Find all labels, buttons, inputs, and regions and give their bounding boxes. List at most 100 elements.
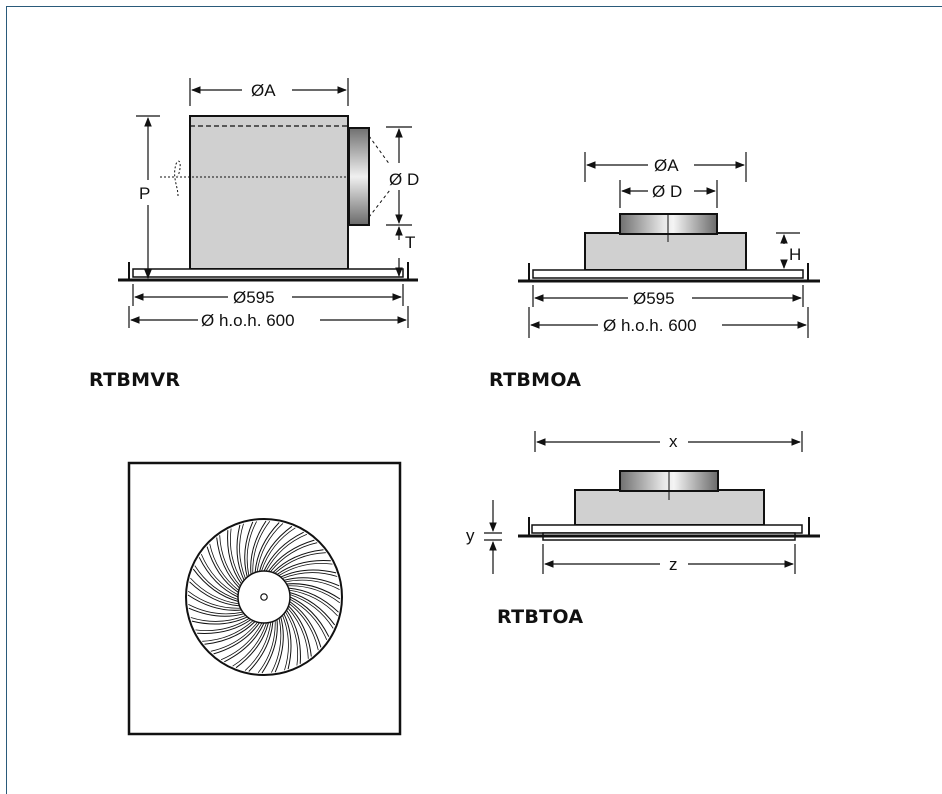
- rtbmvr-drawing: ØA P Ø D T Ø595 Ø h.o.h. 600: [118, 78, 419, 330]
- swirl-blade-edge: [282, 615, 289, 671]
- rtbmvr-dim-t: T: [405, 233, 415, 252]
- swirl-blade-edge: [244, 622, 272, 671]
- swirl-blade-edge: [274, 552, 326, 574]
- swirl-blade-edge: [289, 589, 338, 617]
- rtbmvr-side-spigot: [348, 127, 370, 226]
- swirl-blade: [198, 557, 239, 598]
- rtbmoa-drawing: ØA Ø D H Ø595 Ø h.o.h. 600: [518, 152, 820, 338]
- swirl-blade-edge: [220, 622, 263, 661]
- diffuser-face-view: [127, 461, 402, 736]
- swirl-blade: [276, 560, 331, 575]
- swirl-blade-edge: [246, 521, 257, 576]
- swirl-blade: [235, 622, 269, 669]
- swirl-blade: [263, 531, 304, 572]
- swirl-blade: [197, 619, 252, 634]
- swirl-blade: [261, 619, 278, 674]
- swirl-blade-edge: [289, 598, 328, 641]
- swirl-blade-edge: [187, 590, 241, 609]
- swirl-blade: [280, 569, 337, 578]
- center-screw: [260, 593, 268, 601]
- swirl-blade: [192, 568, 239, 602]
- swirl-blade-edge: [256, 523, 284, 572]
- swirl-blade-edge: [285, 611, 299, 666]
- swirl-blade-edge: [252, 520, 271, 574]
- swirl-blade-edge: [209, 543, 240, 591]
- rtbmoa-dim-dia-a: ØA: [654, 156, 679, 175]
- swirl-blade: [206, 546, 239, 593]
- swirl-blade: [227, 530, 242, 585]
- swirl-blade-edge: [188, 604, 243, 615]
- swirl-blade-edge: [270, 542, 318, 573]
- rtbtoa-drawing: x y z: [466, 431, 820, 574]
- rtbmvr-dim-dia-d: Ø D: [389, 170, 419, 189]
- rtbtoa-dim-y: y: [466, 526, 475, 545]
- swirl-blade: [268, 539, 315, 572]
- swirl-blade-edge: [289, 594, 334, 629]
- swirl-blade-edge: [288, 603, 319, 651]
- swirl-blade: [204, 621, 256, 645]
- swirl-blade: [254, 522, 280, 573]
- swirl-blade: [187, 594, 242, 611]
- swirl-blade: [283, 613, 292, 670]
- swirl-blade: [288, 605, 312, 657]
- swirl-blade-edge: [202, 620, 254, 642]
- rtbmvr-plenum-box: [189, 115, 349, 270]
- swirl-blade-edge: [194, 565, 239, 600]
- swirl-blade: [188, 607, 245, 617]
- swirl-blade-edge: [257, 620, 276, 674]
- swirl-blade: [191, 616, 248, 625]
- swirl-blade: [250, 520, 267, 575]
- swirl-blade: [189, 581, 240, 607]
- rtbmoa-dim-h: H: [789, 245, 801, 264]
- rtbmvr-dim-dia-a: ØA: [251, 81, 276, 100]
- swirl-blades: [187, 520, 341, 674]
- swirl-blade-edge: [287, 607, 309, 659]
- swirl-blade: [286, 609, 301, 664]
- swirl-blade-edge: [229, 528, 243, 583]
- swirl-blade-edge: [285, 579, 340, 590]
- rtbmoa-dim-hoh-600: Ø h.o.h. 600: [603, 316, 697, 335]
- rtbtoa-dim-z: z: [669, 555, 678, 574]
- swirl-blade: [283, 577, 340, 587]
- swirl-blade-edge: [210, 621, 258, 652]
- swirl-blade: [289, 592, 336, 626]
- swirl-blade-edge: [239, 523, 246, 579]
- caption-rtbtoa: RTBTOA: [497, 606, 584, 628]
- rtbmoa-dim-dia-595: Ø595: [633, 289, 675, 308]
- swirl-blade: [274, 616, 284, 673]
- swirl-blade: [272, 549, 324, 573]
- swirl-blade: [259, 525, 293, 572]
- swirl-blade: [213, 622, 260, 655]
- caption-rtbmvr: RTBMVR: [89, 369, 181, 391]
- swirl-blade: [216, 537, 240, 589]
- caption-rtbmoa: RTBMOA: [489, 369, 582, 391]
- swirl-blade: [288, 587, 339, 613]
- rtbmvr-dim-hoh-600: Ø h.o.h. 600: [201, 311, 295, 330]
- page-frame: [6, 6, 942, 794]
- rtbmoa-dim-dia-d: Ø D: [652, 182, 682, 201]
- swirl-blade-edge: [195, 618, 250, 632]
- swirl-blade: [248, 621, 274, 672]
- swirl-blade: [289, 596, 330, 637]
- swirl-blade: [224, 622, 265, 663]
- rtbtoa-dim-x: x: [669, 432, 678, 451]
- swirl-blade-edge: [271, 618, 282, 673]
- swirl-blade-edge: [287, 585, 341, 604]
- rtbmvr-dim-dia-595: Ø595: [233, 288, 275, 307]
- swirl-blade-edge: [282, 572, 338, 579]
- swirl-blade-edge: [200, 553, 239, 596]
- swirl-blade-edge: [232, 622, 267, 667]
- rtbmvr-dim-p: P: [139, 184, 150, 203]
- swirl-blade: [236, 524, 245, 581]
- swirl-blade: [289, 601, 322, 648]
- swirl-blade-edge: [190, 577, 239, 605]
- swirl-blade-edge: [278, 562, 333, 576]
- swirl-blade: [244, 521, 254, 578]
- swirl-blade-edge: [219, 535, 241, 587]
- swirl-blade-edge: [261, 527, 296, 572]
- rtbmoa-plenum-box: [584, 232, 747, 271]
- swirl-blade-edge: [190, 615, 246, 622]
- swirl-blade-edge: [265, 533, 308, 572]
- swirl-blade: [286, 583, 341, 600]
